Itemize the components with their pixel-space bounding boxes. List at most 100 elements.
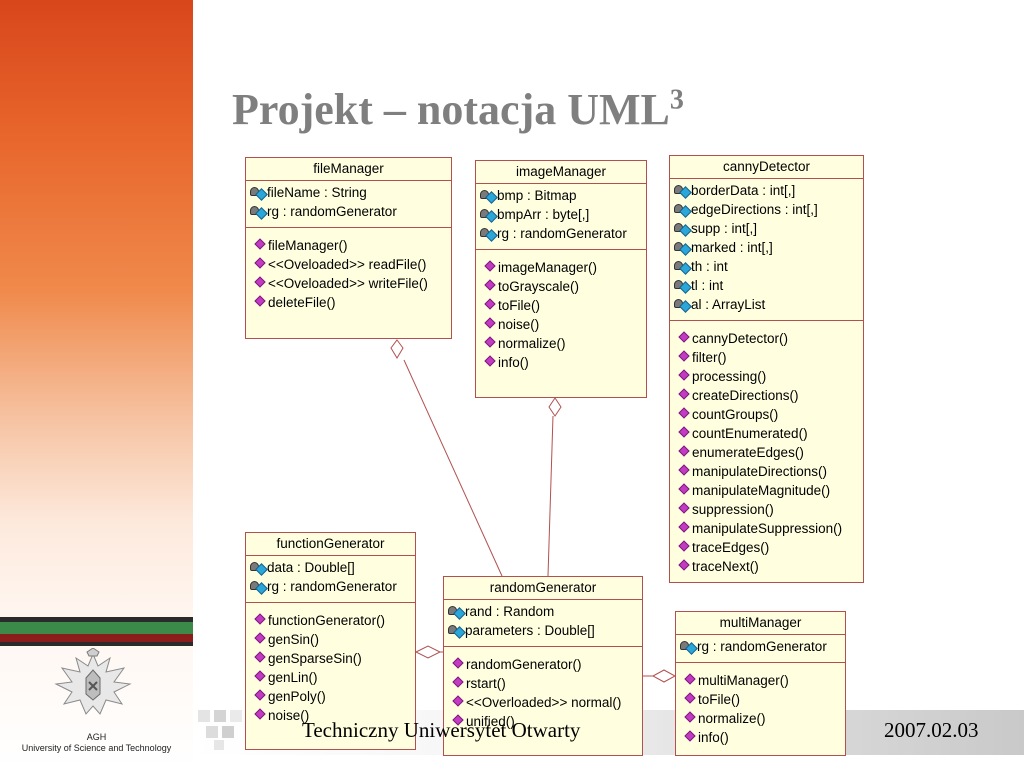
operation-row: rstart() (452, 674, 642, 693)
class-cannydetector[interactable]: cannyDetector borderData : int[,] edgeDi… (669, 155, 864, 583)
public-operation-icon (678, 559, 690, 571)
public-operation-icon (678, 445, 690, 457)
class-multimanager-attributes: rg : randomGenerator (676, 635, 845, 663)
public-operation-icon (678, 369, 690, 381)
aggregation-diamond-imagemanager (548, 397, 562, 417)
operation-text: multiManager() (698, 673, 789, 688)
operation-text: fileManager() (268, 238, 348, 253)
class-imagemanager-operations: imageManager() toGrayscale() toFile() no… (476, 250, 646, 372)
public-operation-icon (684, 692, 696, 704)
attribute-row: rand : Random (448, 602, 642, 621)
public-operation-icon (254, 689, 266, 701)
public-operation-icon (678, 483, 690, 495)
private-attribute-icon (250, 561, 268, 576)
operation-text: info() (698, 730, 729, 745)
sidebar-stripe-black (0, 617, 193, 622)
private-attribute-icon (480, 227, 498, 242)
private-attribute-icon (680, 640, 698, 655)
class-randomgenerator[interactable]: randomGenerator rand : Random parameters… (443, 576, 643, 756)
slide-title: Projekt – notacja UML3 (232, 84, 684, 135)
attribute-text: al : ArrayList (691, 297, 766, 312)
attribute-text: th : int (691, 259, 728, 274)
agh-logo-caption-line2: University of Science and Technology (21, 743, 172, 753)
public-operation-icon (254, 276, 266, 288)
operation-row: manipulateSuppression() (678, 519, 863, 538)
association-filemanager-randomgenerator (403, 359, 503, 577)
operation-text: functionGenerator() (268, 613, 386, 628)
operation-row: imageManager() (484, 258, 646, 277)
class-functiongenerator-attributes: data : Double[] rg : randomGenerator (246, 556, 415, 603)
public-operation-icon (254, 651, 266, 663)
public-operation-icon (678, 388, 690, 400)
attribute-row: rg : randomGenerator (480, 224, 646, 243)
operation-text: rstart() (466, 676, 506, 691)
operation-text: manipulateMagnitude() (692, 483, 831, 498)
class-imagemanager[interactable]: imageManager bmp : Bitmap bmpArr : byte[… (475, 160, 647, 398)
operation-text: filter() (692, 350, 727, 365)
operation-text: genLin() (268, 670, 318, 685)
operation-text: noise() (498, 317, 540, 332)
private-attribute-icon (250, 205, 268, 220)
attribute-text: bmpArr : byte[,] (497, 207, 590, 222)
operation-text: deleteFile() (268, 295, 336, 310)
public-operation-icon (678, 407, 690, 419)
class-cannydetector-name: cannyDetector (670, 156, 863, 179)
operation-row: randomGenerator() (452, 655, 642, 674)
public-operation-icon (684, 711, 696, 723)
public-operation-icon (484, 355, 496, 367)
public-operation-icon (254, 295, 266, 307)
class-filemanager[interactable]: fileManager fileName : String rg : rando… (245, 157, 452, 339)
attribute-row: th : int (674, 257, 863, 276)
operation-row: genPoly() (254, 687, 415, 706)
private-attribute-icon (250, 580, 268, 595)
agh-logo-caption: AGH University of Science and Technology (0, 732, 193, 754)
public-operation-icon (678, 502, 690, 514)
operation-row: toFile() (684, 690, 845, 709)
class-multimanager[interactable]: multiManager rg : randomGenerator multiM… (675, 611, 846, 756)
attribute-text: rand : Random (465, 604, 555, 619)
attribute-row: bmp : Bitmap (480, 186, 646, 205)
operation-row: deleteFile() (254, 293, 451, 312)
operation-row: functionGenerator() (254, 611, 415, 630)
attribute-text: borderData : int[,] (691, 183, 796, 198)
operation-row: genSparseSin() (254, 649, 415, 668)
aggregation-diamond-filemanager (390, 339, 404, 359)
public-operation-icon (452, 657, 464, 669)
private-attribute-icon (674, 203, 692, 218)
class-functiongenerator[interactable]: functionGenerator data : Double[] rg : r… (245, 532, 416, 750)
operation-row: normalize() (484, 334, 646, 353)
class-randomgenerator-operations: randomGenerator() rstart() <<Overloaded>… (444, 647, 642, 731)
attribute-row: fileName : String (250, 183, 451, 202)
operation-text: genPoly() (268, 689, 326, 704)
operation-row: <<Oveloaded>> readFile() (254, 255, 451, 274)
class-functiongenerator-operations: functionGenerator() genSin() genSparseSi… (246, 603, 415, 725)
operation-text: traceEdges() (692, 540, 770, 555)
attribute-row: tl : int (674, 276, 863, 295)
public-operation-icon (254, 708, 266, 720)
attribute-text: edgeDirections : int[,] (691, 202, 818, 217)
operation-row: suppression() (678, 500, 863, 519)
operation-text: toFile() (498, 298, 541, 313)
operation-row: info() (684, 728, 845, 747)
public-operation-icon (678, 521, 690, 533)
operation-text: <<Overloaded>> normal() (466, 695, 622, 710)
class-multimanager-operations: multiManager() toFile() normalize() info… (676, 663, 845, 747)
operation-row: countGroups() (678, 405, 863, 424)
operation-row: toGrayscale() (484, 277, 646, 296)
public-operation-icon (452, 676, 464, 688)
attribute-row: marked : int[,] (674, 238, 863, 257)
private-attribute-icon (674, 241, 692, 256)
attribute-text: parameters : Double[] (465, 623, 595, 638)
operation-row: traceNext() (678, 557, 863, 576)
public-operation-icon (452, 695, 464, 707)
operation-text: randomGenerator() (466, 657, 582, 672)
attribute-row: rg : randomGenerator (250, 202, 451, 221)
attribute-text: rg : randomGenerator (497, 226, 627, 241)
operation-row: enumerateEdges() (678, 443, 863, 462)
operation-text: manipulateDirections() (692, 464, 828, 479)
aggregation-diamond-multimanager (651, 669, 677, 683)
private-attribute-icon (674, 298, 692, 313)
public-operation-icon (484, 336, 496, 348)
attribute-row: edgeDirections : int[,] (674, 200, 863, 219)
